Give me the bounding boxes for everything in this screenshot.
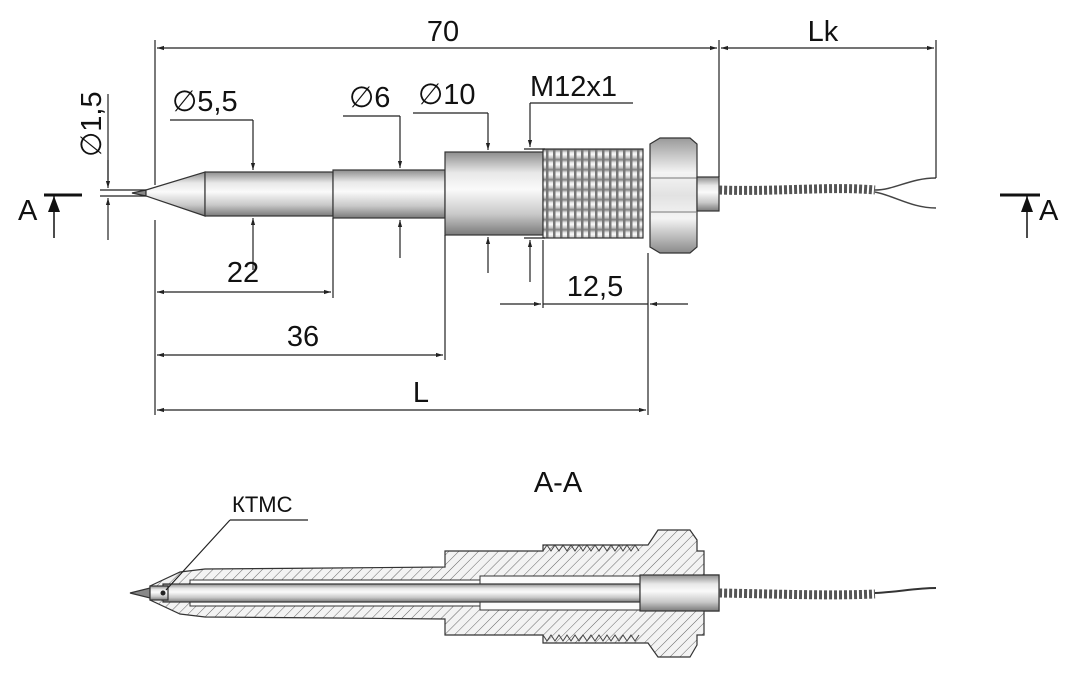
- section-thread-bottom: [542, 634, 640, 642]
- section-title: A-A: [534, 467, 583, 499]
- svg-text:∅10: ∅10: [418, 79, 476, 111]
- probe-body-10: [444, 151, 544, 236]
- dim-10: 10: [443, 79, 475, 111]
- dim-22: 22: [227, 257, 259, 289]
- cable: [718, 184, 876, 195]
- section-view: A-A КТМС: [129, 467, 937, 658]
- diameter-symbol: ∅: [76, 132, 108, 157]
- dim-1-5: 1,5: [76, 91, 108, 131]
- section-thread-top: [542, 544, 640, 552]
- svg-text:∅1,5: ∅1,5: [76, 91, 108, 157]
- section-insert: [639, 574, 720, 612]
- thread-section: [542, 148, 644, 239]
- dim-36: 36: [287, 321, 319, 353]
- dim-6: 6: [374, 82, 390, 114]
- callout-ktms: КТМС: [232, 492, 293, 517]
- main-view: 70 Lk ∅1,5 ∅5,5 ∅6 ∅10: [18, 16, 1059, 415]
- dim-m12x1: M12x1: [530, 71, 617, 103]
- ktms-cable-inner: [162, 583, 641, 603]
- diameter-symbol: ∅: [418, 79, 443, 111]
- section-cable: [718, 588, 876, 600]
- dim-70: 70: [427, 16, 459, 48]
- diameter-symbol: ∅: [349, 82, 374, 114]
- cable-collar: [696, 176, 720, 212]
- dim-5-5: 5,5: [197, 86, 237, 118]
- svg-text:∅6: ∅6: [349, 82, 390, 114]
- probe-tip: [131, 189, 147, 197]
- section-marker-right: A: [1000, 193, 1059, 238]
- dim-lk: Lk: [808, 16, 839, 48]
- diameter-symbol: ∅: [172, 86, 197, 118]
- section-marker-left: A: [18, 193, 82, 238]
- svg-text:∅5,5: ∅5,5: [172, 86, 238, 118]
- svg-text:A: A: [1039, 195, 1059, 227]
- probe-shaft-6: [332, 169, 446, 219]
- probe-shaft-5-5: [204, 171, 334, 217]
- hex-nut: [649, 137, 698, 254]
- dim-l: L: [413, 377, 429, 409]
- svg-text:A: A: [18, 195, 38, 227]
- dim-12-5: 12,5: [567, 271, 623, 303]
